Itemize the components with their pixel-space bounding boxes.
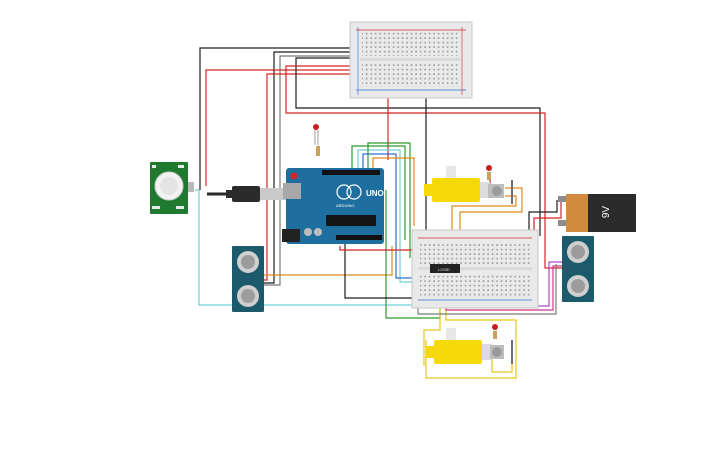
battery-9v[interactable]: 9V [558,194,636,232]
wire-yellow-bottom[interactable] [425,290,517,379]
ultrasonic-sensor-left[interactable] [232,246,264,312]
motor-driver-chip[interactable]: L293D [430,264,460,273]
led-motor-bottom[interactable] [492,324,498,339]
wire-green-2[interactable] [367,142,411,258]
wire-black-battery[interactable] [528,200,558,240]
wire-black-top-left[interactable] [199,47,356,190]
arduino-logo-label: ARDUINO [336,203,354,208]
arduino-brand-label: UNO [366,189,384,198]
arduino-uno[interactable]: ARDUINO UNO [282,168,384,244]
wire-yellow-bottom-2[interactable] [423,292,441,366]
wire-green-1[interactable] [351,145,406,240]
wire-orange-1[interactable] [372,157,415,226]
wire-red-arduino[interactable] [339,246,418,251]
battery-label: 9V [601,206,612,219]
led-arduino[interactable] [313,124,320,156]
wire-gray-top-left[interactable] [262,55,356,286]
wire-orange-motor-top[interactable] [459,187,523,240]
wire-black-top-right[interactable] [295,57,541,236]
breadboard-top[interactable] [349,21,473,99]
usb-plug[interactable] [226,186,290,202]
wire-cyan-1[interactable] [357,149,424,283]
led-motor-top[interactable] [486,165,492,180]
wire-black-top-left-2[interactable] [262,51,356,284]
motor-driver-label: L293D [438,267,450,272]
dc-motor-top[interactable] [424,166,513,204]
wire-red-top-left[interactable] [205,69,356,186]
wire-blue-1[interactable] [362,153,428,279]
wire-red-top-left-2[interactable] [262,73,356,281]
wire-red-top-right[interactable] [285,65,562,269]
wire-orange-sonar[interactable] [262,246,393,276]
dc-motor-bottom[interactable] [426,328,513,364]
ultrasonic-sensor-right[interactable] [562,236,594,302]
breadboard-bottom[interactable] [411,229,539,309]
pir-sensor[interactable] [150,162,194,214]
wires [195,47,562,379]
